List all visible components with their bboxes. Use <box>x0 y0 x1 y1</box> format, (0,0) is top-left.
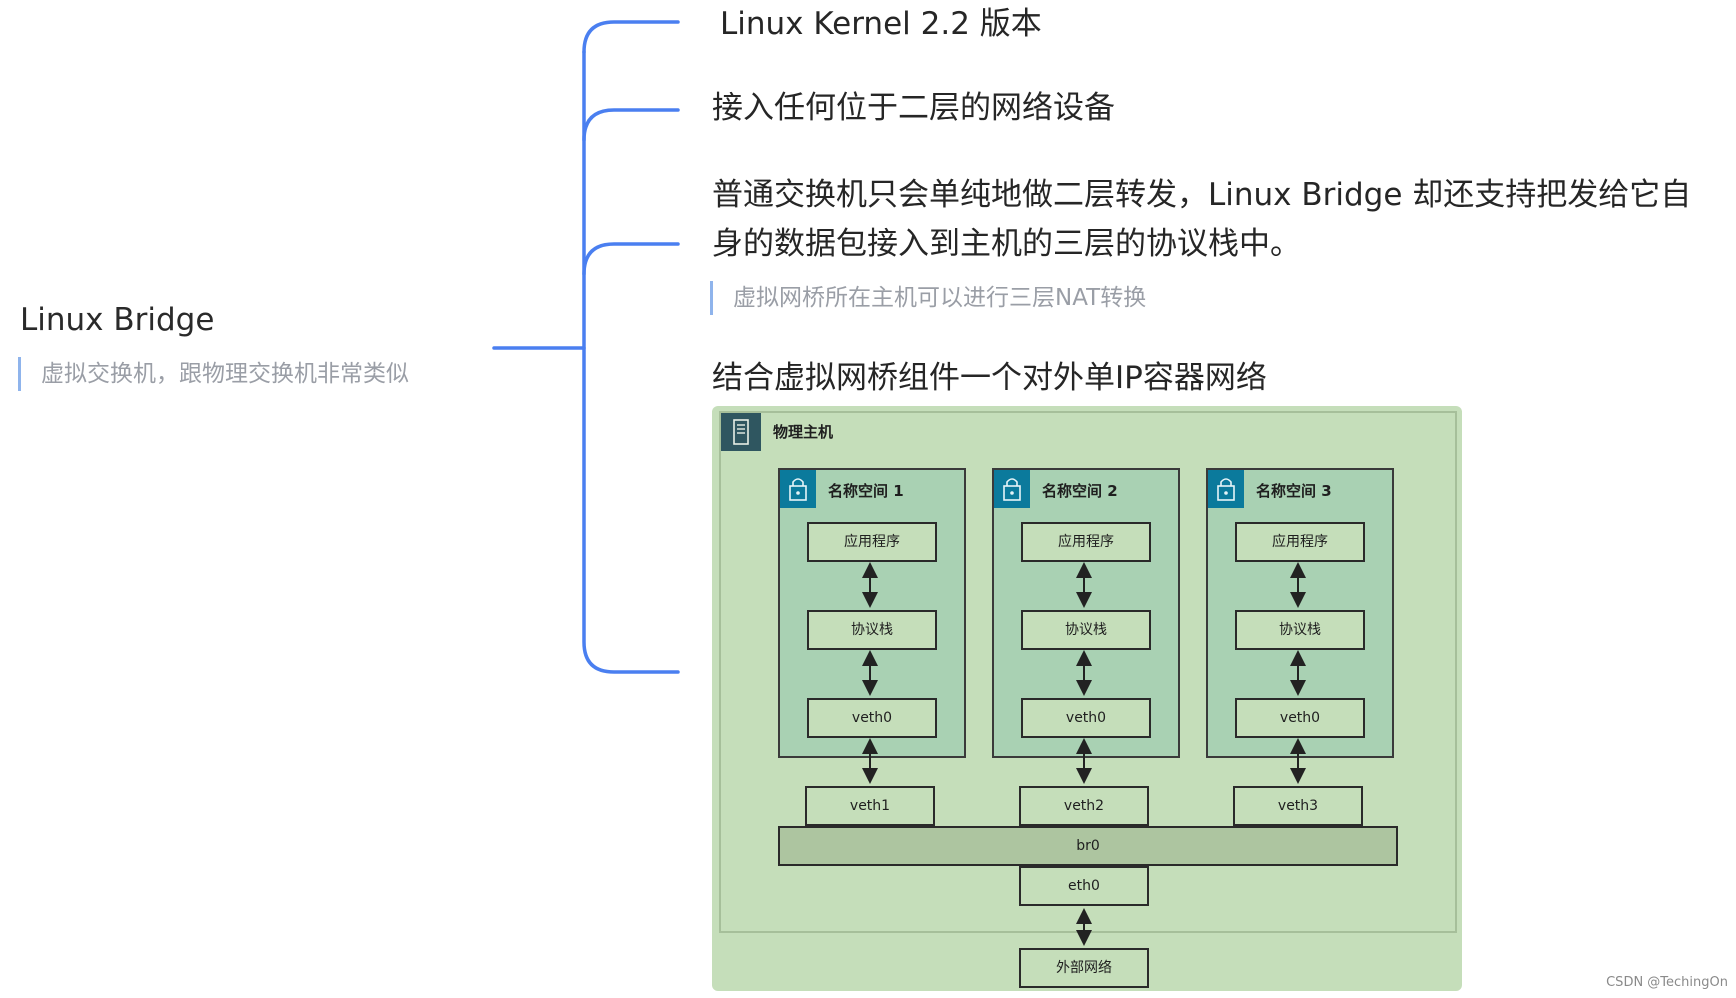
mindmap-connector <box>492 20 680 674</box>
lock-icon <box>994 470 1030 508</box>
eth0-box: eth0 <box>1019 866 1149 906</box>
namespace-3-veth0: veth0 <box>1235 698 1365 738</box>
namespace-2-label: 名称空间 2 <box>1042 482 1118 500</box>
namespace-2-veth0: veth0 <box>1021 698 1151 738</box>
lock-icon <box>780 470 816 508</box>
namespace-2-stack: 协议栈 <box>1021 610 1151 650</box>
branch-kernel-version[interactable]: Linux Kernel 2.2 版本 <box>720 6 1042 42</box>
branch-container-network[interactable]: 结合虚拟网桥组件一个对外单IP容器网络 <box>712 360 1267 396</box>
linux-bridge-diagram: 物理主机 名称空间 1 应用程序 协议栈 veth0 veth1 名称空间 2 … <box>712 406 1462 991</box>
server-icon <box>721 413 761 451</box>
namespace-2-app: 应用程序 <box>1021 522 1151 562</box>
veth1-box: veth1 <box>805 786 935 826</box>
namespace-1-box: 名称空间 1 应用程序 协议栈 veth0 <box>778 468 966 758</box>
branch-layer3-line2[interactable]: 身的数据包接入到主机的三层的协议栈中。 <box>712 226 1301 262</box>
namespace-3-stack: 协议栈 <box>1235 610 1365 650</box>
physical-host-label: 物理主机 <box>773 423 834 441</box>
namespace-3-app: 应用程序 <box>1235 522 1365 562</box>
namespace-1-veth0: veth0 <box>807 698 937 738</box>
veth2-box: veth2 <box>1019 786 1149 826</box>
branch-layer3-line1[interactable]: 普通交换机只会单纯地做二层转发，Linux Bridge 却还支持把发给它自 <box>712 177 1692 213</box>
namespace-1-app: 应用程序 <box>807 522 937 562</box>
bridge-br0: br0 <box>778 826 1398 866</box>
namespace-1-label: 名称空间 1 <box>828 482 904 500</box>
root-topic-note: 虚拟交换机，跟物理交换机非常类似 <box>18 357 409 391</box>
namespace-3-label: 名称空间 3 <box>1256 482 1332 500</box>
lock-icon <box>1208 470 1244 508</box>
diagram-arrows <box>862 562 1306 946</box>
external-network-box: 外部网络 <box>1019 948 1149 988</box>
branch-layer2-devices[interactable]: 接入任何位于二层的网络设备 <box>712 90 1115 126</box>
veth3-box: veth3 <box>1233 786 1363 826</box>
branch-layer3-note: 虚拟网桥所在主机可以进行三层NAT转换 <box>710 281 1146 315</box>
namespace-2-box: 名称空间 2 应用程序 协议栈 veth0 <box>992 468 1180 758</box>
root-topic-title[interactable]: Linux Bridge <box>20 302 215 338</box>
namespace-3-box: 名称空间 3 应用程序 协议栈 veth0 <box>1206 468 1394 758</box>
namespace-1-stack: 协议栈 <box>807 610 937 650</box>
watermark: CSDN @TechingOn <box>1606 975 1728 990</box>
